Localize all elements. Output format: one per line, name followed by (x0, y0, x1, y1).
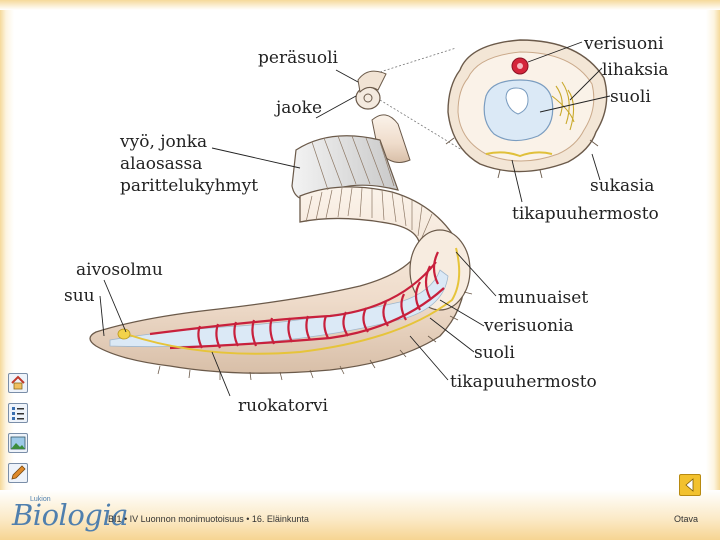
back-button[interactable] (679, 474, 701, 496)
list-icon-glyph (12, 407, 24, 420)
logo-biologia: Biologia (12, 498, 128, 532)
label-munuaiset: munuaiset (498, 288, 589, 308)
label-suoli-section: suoli (610, 87, 651, 107)
pencil-icon-glyph (11, 465, 26, 480)
worm-blood-vessels (149, 251, 445, 350)
worm-setae (157, 291, 473, 381)
label-suu: suu (64, 286, 95, 306)
list-icon[interactable] (8, 403, 28, 423)
section-connector-lines (379, 47, 463, 151)
label-perasuoli: peräsuoli (258, 48, 338, 68)
footer-course-text: BI1 • IV Luonnon monimuotoisuus • 16. El… (108, 514, 309, 524)
home-icon[interactable] (8, 373, 28, 393)
back-arrow-icon (685, 478, 694, 492)
worm-nerve-cord (119, 247, 461, 355)
image-icon[interactable] (8, 433, 28, 453)
label-vyo-line1: vyö, jonka (120, 132, 208, 152)
label-aivosolmu: aivosolmu (76, 260, 163, 280)
label-verisuonia: verisuonia (484, 316, 574, 336)
label-leader-lines (99, 41, 611, 397)
logo-lukion: Lukion (30, 496, 51, 503)
label-suoli-body: suoli (474, 343, 515, 363)
label-vyo-line2: alaosassa (120, 154, 203, 174)
slide-top-border (0, 0, 720, 10)
label-verisuoni: verisuoni (584, 34, 664, 54)
worm-segments (305, 135, 433, 243)
label-jaoke: jaoke (276, 98, 323, 118)
cross-section-detail (445, 39, 608, 179)
label-vyo-line3: parittelukyhmyt (120, 176, 259, 196)
slide-bottom-band (0, 490, 720, 540)
label-ruokatorvi: ruokatorvi (238, 396, 328, 416)
label-tikapuuhermosto-section: tikapuuhermosto (512, 204, 659, 224)
image-icon-glyph (10, 436, 26, 450)
label-sukasia: sukasia (590, 176, 655, 196)
footer-publisher: Otava (674, 514, 699, 524)
label-lihaksia: lihaksia (602, 60, 669, 80)
worm-brain-ganglion (117, 328, 131, 340)
pencil-icon[interactable] (8, 463, 28, 483)
label-tikapuuhermosto-body: tikapuuhermosto (450, 372, 597, 392)
home-icon-glyph (11, 375, 25, 390)
